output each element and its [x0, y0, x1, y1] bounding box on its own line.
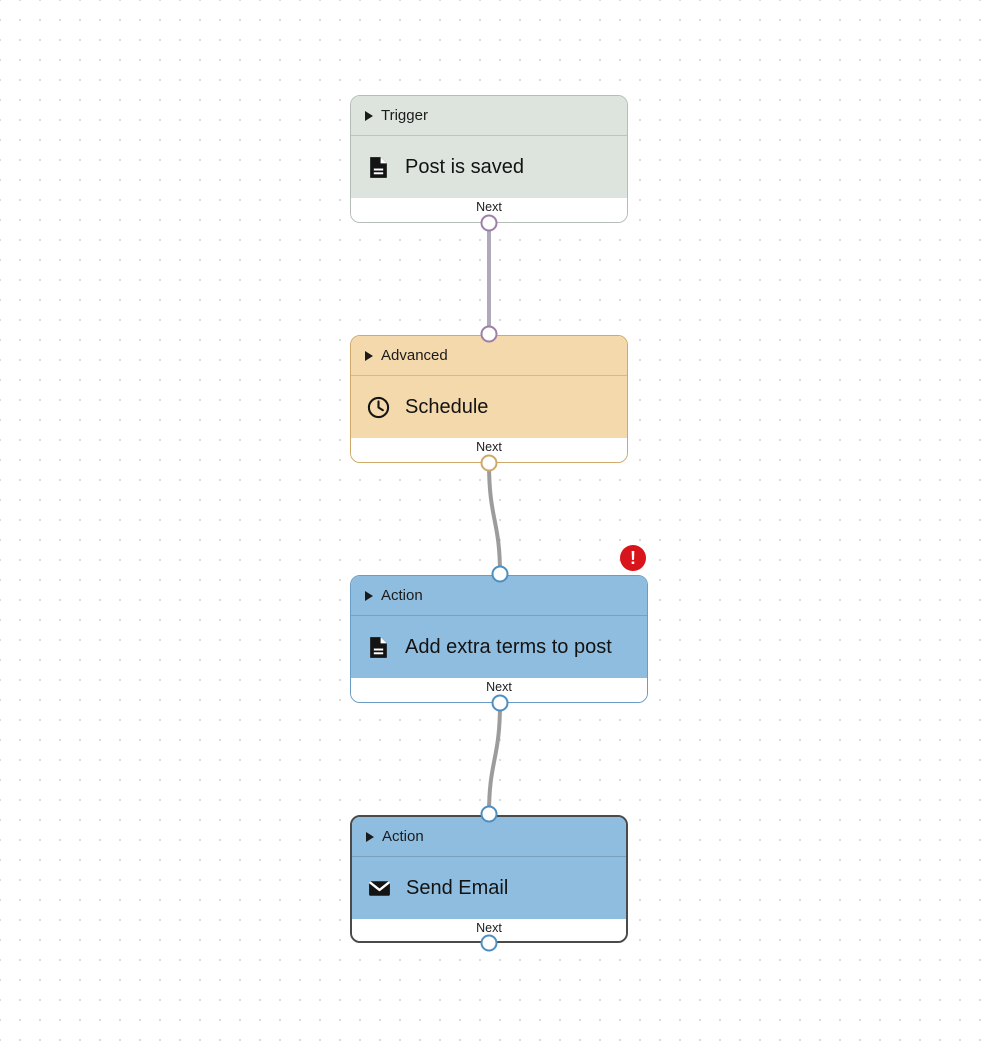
node-title: Add extra terms to post	[405, 635, 612, 658]
node-next-footer[interactable]: Next	[352, 919, 626, 941]
edge-action1-to-action2[interactable]	[487, 701, 502, 816]
node-header[interactable]: Action	[351, 576, 647, 616]
node-title: Send Email	[406, 876, 509, 899]
node-body[interactable]: Add extra terms to post	[351, 616, 647, 678]
envelope-icon	[366, 875, 392, 901]
node-body[interactable]: Schedule	[351, 376, 627, 438]
node-header[interactable]: Action	[352, 817, 626, 857]
node-title: Post is saved	[405, 155, 524, 178]
node-header[interactable]: Advanced	[351, 336, 627, 376]
chevron-right-icon[interactable]	[365, 110, 373, 121]
document-icon	[365, 634, 391, 660]
clock-icon	[365, 394, 391, 420]
exclamation-glyph: !	[630, 548, 636, 568]
port-action2-in[interactable]	[480, 805, 498, 823]
chevron-right-icon[interactable]	[365, 590, 373, 601]
port-advanced-in[interactable]	[480, 325, 498, 343]
document-icon	[365, 154, 391, 180]
chevron-right-icon[interactable]	[366, 831, 374, 842]
node-title: Schedule	[405, 395, 489, 418]
port-action2-out[interactable]	[480, 934, 498, 952]
port-action1-out[interactable]	[491, 694, 509, 712]
node-body[interactable]: Post is saved	[351, 136, 627, 198]
port-action1-in[interactable]	[491, 565, 509, 583]
chevron-right-icon[interactable]	[365, 350, 373, 361]
port-advanced-out[interactable]	[480, 454, 498, 472]
edge-advanced-to-action1[interactable]	[487, 461, 502, 576]
node-kind-label: Action	[382, 828, 424, 845]
node-header[interactable]: Trigger	[351, 96, 627, 136]
error-badge-icon[interactable]: !	[620, 545, 646, 571]
node-kind-label: Action	[381, 587, 423, 604]
node-kind-label: Advanced	[381, 347, 448, 364]
port-trigger-out[interactable]	[480, 214, 498, 232]
node-kind-label: Trigger	[381, 107, 428, 124]
node-body[interactable]: Send Email	[352, 857, 626, 919]
